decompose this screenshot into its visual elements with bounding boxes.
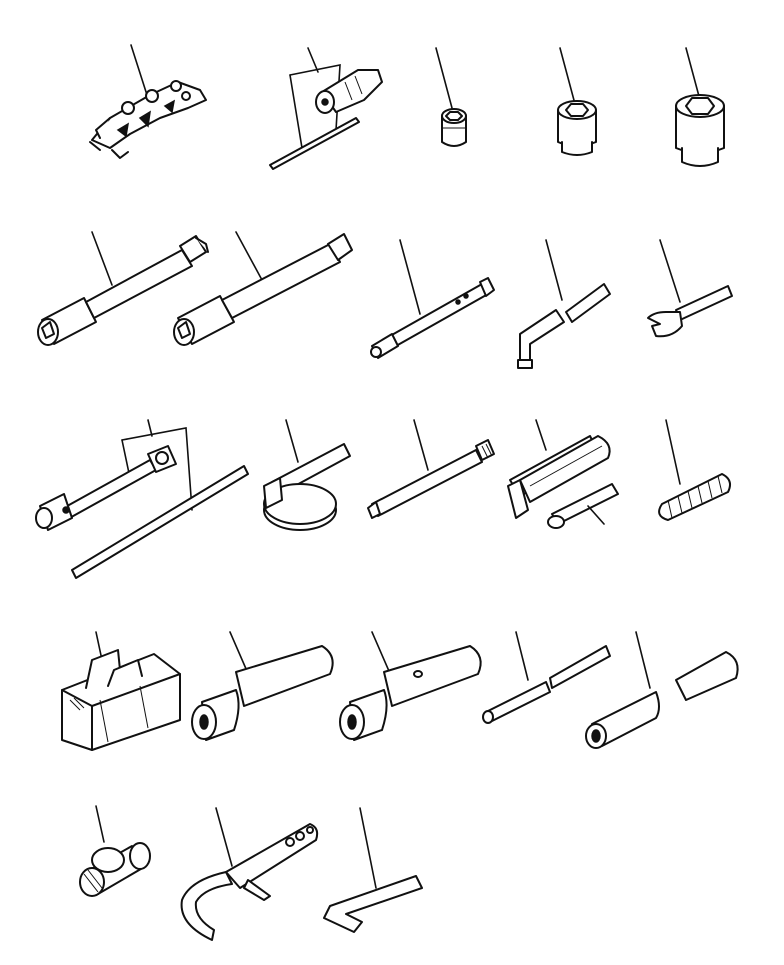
ratchet-handle-icon [370, 239, 495, 359]
box-wrench-with-bar-icon [35, 419, 249, 579]
small-socket-icon [435, 47, 467, 147]
l-handle-icon [517, 239, 611, 369]
grease-gun-icon [507, 419, 619, 529]
thin-rod-icon [482, 631, 611, 724]
open-end-wrench-icon [647, 239, 733, 338]
medium-socket-icon [557, 47, 597, 156]
pipe-icon [191, 631, 334, 741]
large-socket-icon [675, 47, 725, 167]
tool-bag-icon [61, 631, 181, 751]
pipe-with-hole-icon [339, 631, 482, 741]
long-pipe-icon [585, 631, 739, 749]
spare-spring-icon [658, 419, 731, 521]
long-extension-bar-icon [173, 231, 353, 346]
hex-key-icon [323, 807, 423, 933]
extension-bar-icon [37, 231, 209, 346]
grease-nozzle-pipe-icon [367, 419, 495, 519]
adapter-fitting-icon [79, 805, 151, 897]
socket-driver-with-bar-icon [269, 47, 383, 170]
hook-spanner-icon [180, 807, 319, 941]
multi-wrench-set-icon [89, 44, 207, 159]
filter-strap-wrench-icon [263, 419, 351, 531]
